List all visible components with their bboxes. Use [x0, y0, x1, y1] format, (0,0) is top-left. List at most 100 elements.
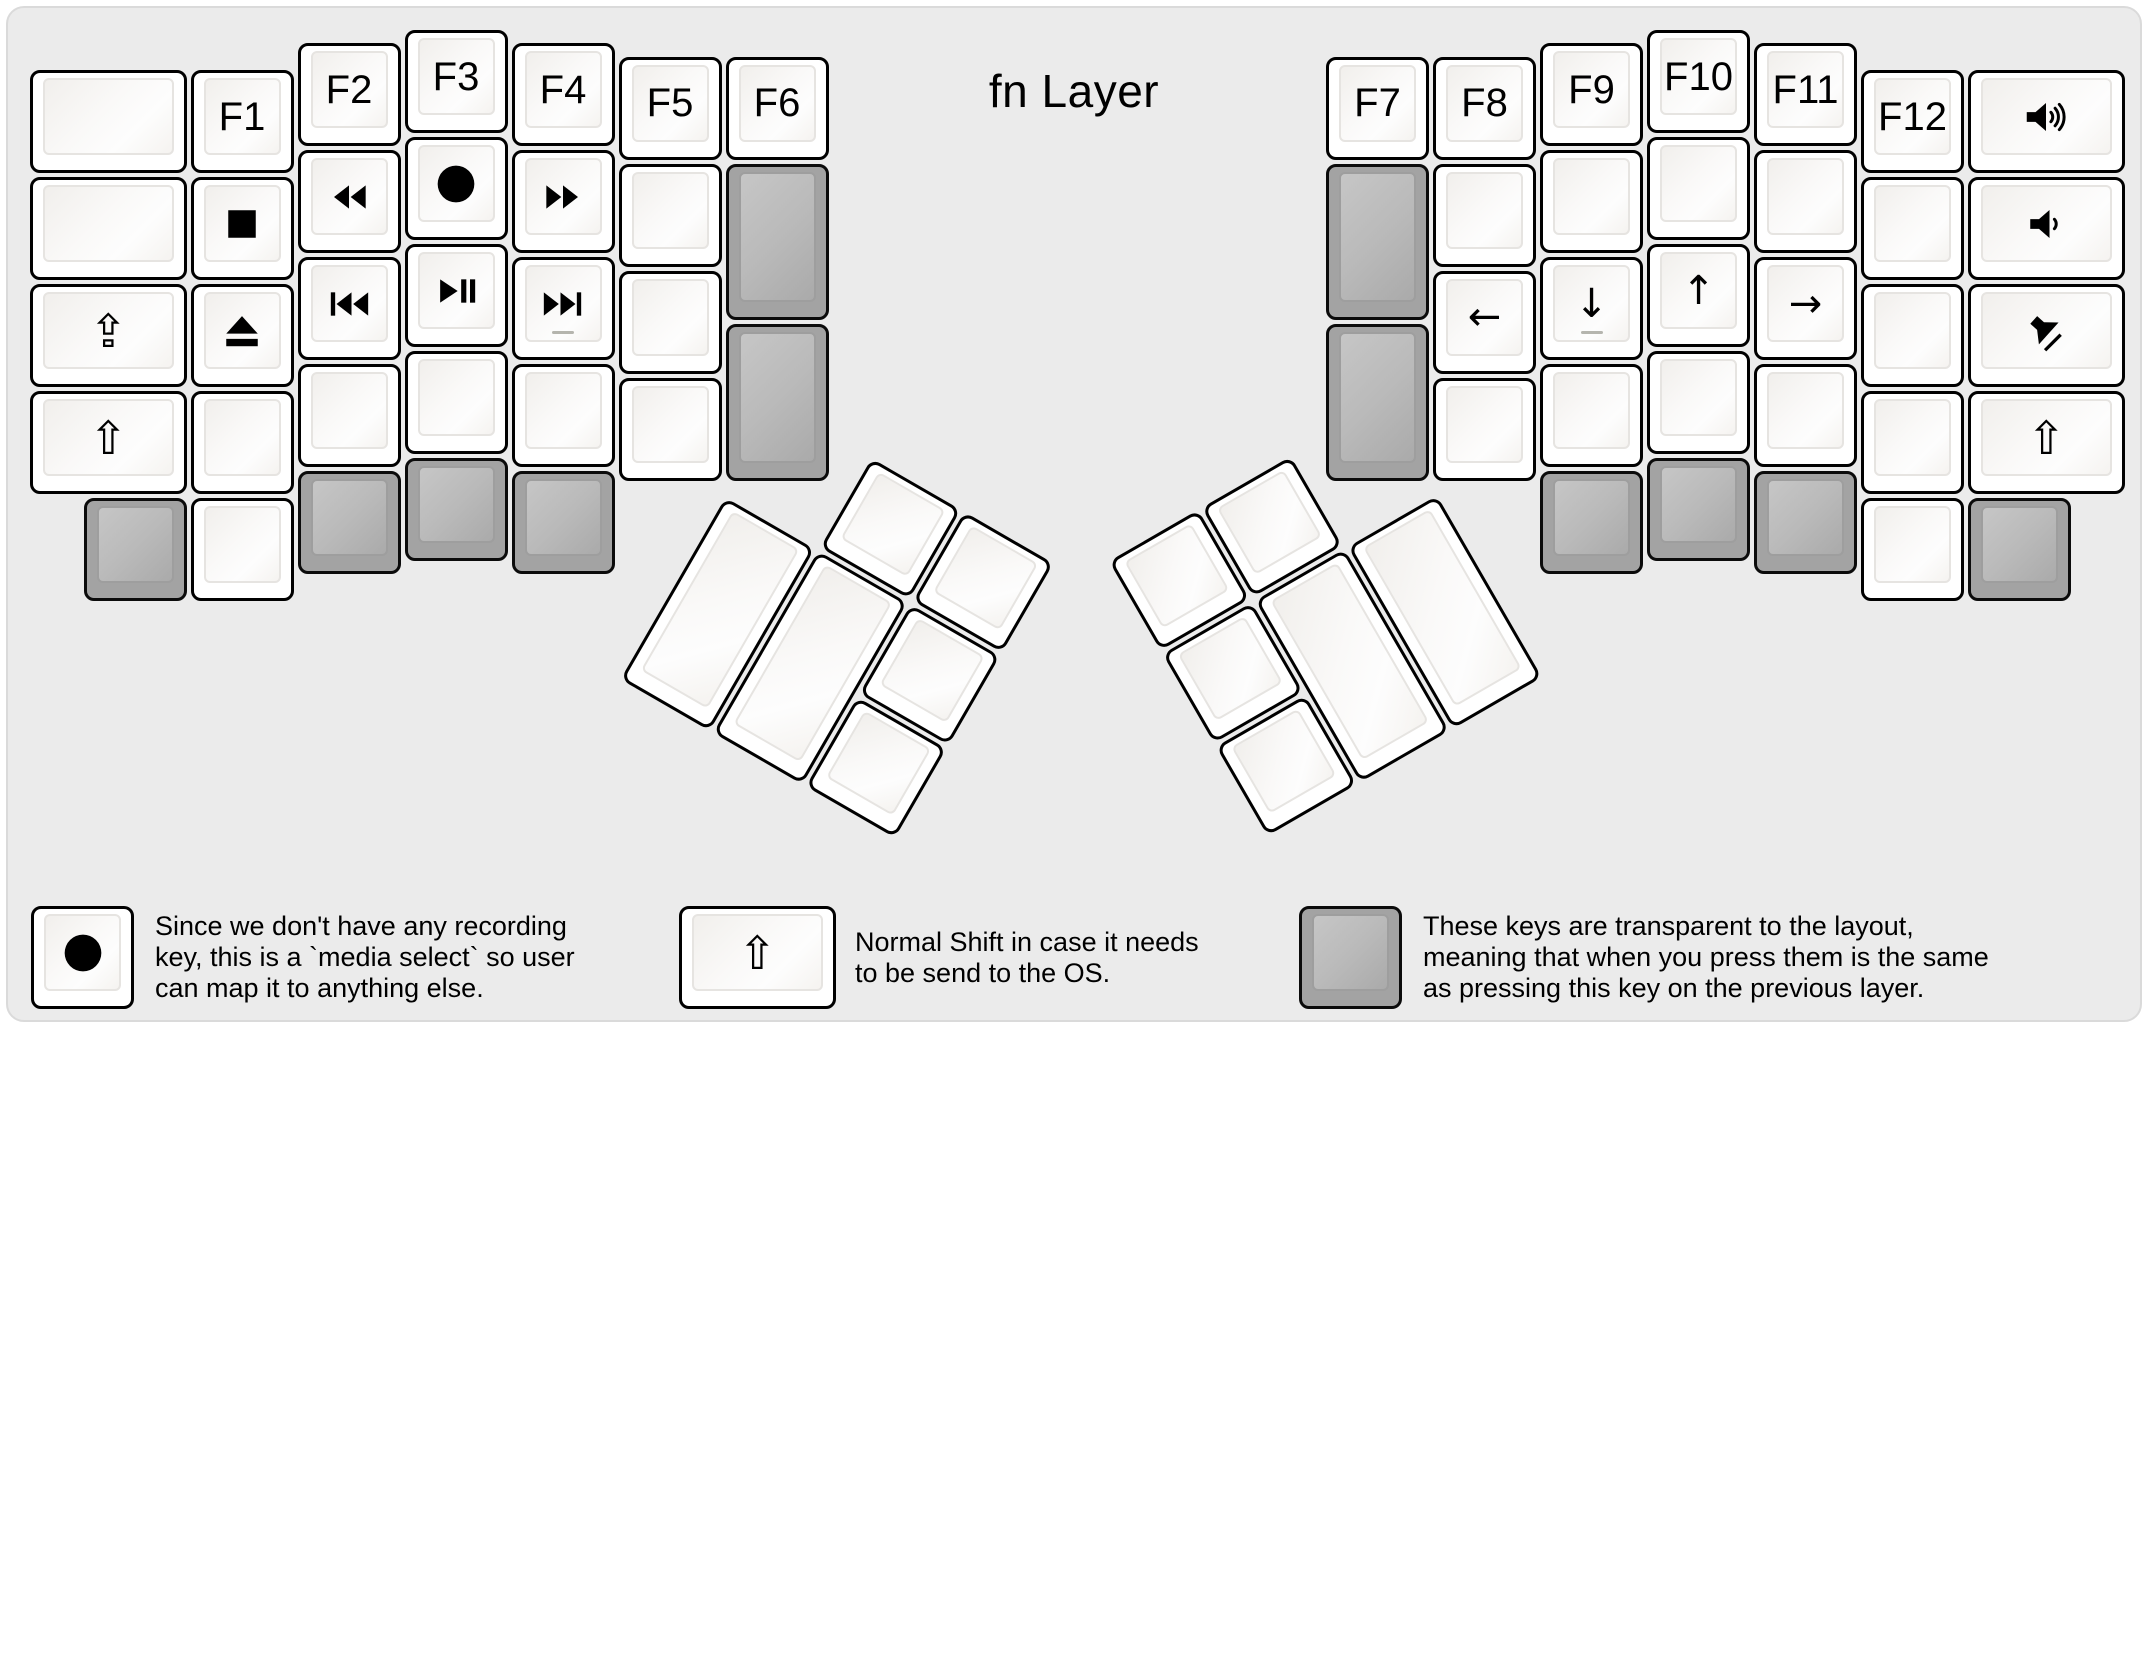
keycap — [524, 479, 602, 557]
key-f4[interactable]: F4 — [511, 43, 615, 147]
stop-icon — [228, 209, 256, 238]
fast-forward-icon — [546, 185, 578, 209]
key-arrow-left[interactable]: ← — [1433, 270, 1536, 374]
keycap — [417, 252, 495, 329]
keycap: ⇧ — [1981, 399, 2112, 477]
key-label: F8 — [1461, 81, 1508, 126]
arrow-down-icon: ↓ — [1574, 280, 1609, 327]
keycap: ↑ — [1660, 252, 1737, 329]
key-play-pause[interactable] — [404, 244, 508, 347]
key-blank[interactable] — [1433, 163, 1536, 267]
key-label: F1 — [218, 94, 266, 139]
key-f9[interactable]: F9 — [1540, 43, 1643, 147]
key-shift[interactable]: ⇧ — [30, 391, 187, 495]
key-transparent[interactable] — [1326, 324, 1429, 481]
keycap — [524, 265, 602, 343]
key-transparent[interactable] — [1326, 163, 1429, 321]
key-transparent[interactable] — [1754, 471, 1857, 575]
key-blank[interactable] — [511, 364, 615, 468]
key-transparent[interactable] — [404, 458, 508, 561]
key-prev-track[interactable] — [297, 257, 401, 361]
key-blank[interactable] — [1540, 150, 1643, 254]
key-transparent[interactable] — [725, 163, 829, 321]
key-arrow-up[interactable]: ↑ — [1647, 244, 1750, 347]
key-record[interactable] — [404, 137, 508, 240]
key-blank[interactable] — [618, 377, 722, 481]
key-stop[interactable] — [190, 177, 294, 281]
key-blank[interactable] — [1647, 351, 1750, 454]
keycap — [43, 185, 174, 263]
key-label: F4 — [539, 67, 587, 112]
key-f5[interactable]: F5 — [618, 56, 722, 160]
key-eject[interactable] — [190, 284, 294, 388]
key-arrow-down[interactable]: ↓ — [1540, 257, 1643, 361]
keycap: F9 — [1553, 51, 1630, 129]
key-blank[interactable] — [1433, 377, 1536, 481]
key-blank[interactable] — [1861, 177, 1964, 281]
key-volume-down[interactable] — [1968, 177, 2125, 281]
keycap — [631, 385, 709, 463]
key-transparent[interactable] — [83, 498, 187, 602]
previous-track-icon — [330, 292, 369, 316]
keycap: F5 — [631, 64, 709, 142]
key-rewind[interactable] — [297, 150, 401, 254]
key-f7[interactable]: F7 — [1326, 56, 1429, 160]
key-transparent[interactable] — [297, 471, 401, 575]
keycap — [96, 506, 174, 584]
key-label: F12 — [1878, 94, 1947, 139]
key-blank[interactable] — [1861, 391, 1964, 495]
key-blank[interactable] — [1861, 498, 1964, 602]
key-blank[interactable] — [30, 177, 187, 281]
key-caps-lock[interactable]: ⇪ — [30, 284, 187, 388]
key-next-track[interactable] — [511, 257, 615, 361]
key-blank[interactable] — [1540, 364, 1643, 468]
key-blank[interactable] — [1861, 284, 1964, 388]
key-transparent[interactable] — [725, 324, 829, 481]
keycap — [1660, 145, 1737, 222]
key-blank[interactable] — [297, 364, 401, 468]
keycap — [1553, 479, 1630, 557]
key-blank[interactable] — [30, 70, 187, 174]
key-blank[interactable] — [190, 498, 294, 602]
keycap — [1981, 292, 2112, 370]
key-blank[interactable] — [404, 351, 508, 454]
key-fast-forward[interactable] — [511, 150, 615, 254]
keycap — [1874, 185, 1951, 263]
key-f8[interactable]: F8 — [1433, 56, 1536, 160]
key-transparent[interactable] — [511, 471, 615, 575]
keycap — [1660, 466, 1737, 543]
key-transparent[interactable] — [1647, 458, 1750, 561]
key-volume-up[interactable] — [1968, 70, 2125, 174]
key-f12[interactable]: F12 — [1861, 70, 1964, 174]
key-blank[interactable] — [1754, 150, 1857, 254]
key-f10[interactable]: F10 — [1647, 30, 1750, 133]
key-mute[interactable] — [1968, 284, 2125, 388]
keycap — [1446, 171, 1523, 249]
key-blank[interactable] — [618, 163, 722, 267]
keycap — [1339, 332, 1416, 463]
key-transparent[interactable] — [1968, 498, 2071, 602]
key-blank[interactable] — [190, 391, 294, 495]
key-shift[interactable]: ⇧ — [1968, 391, 2125, 495]
keycap: F11 — [1767, 51, 1844, 129]
key-f1[interactable]: F1 — [190, 70, 294, 174]
key-transparent[interactable] — [1540, 471, 1643, 575]
keycap — [631, 171, 709, 249]
keycap — [1874, 506, 1951, 584]
key-arrow-right[interactable]: → — [1754, 257, 1857, 361]
key-blank[interactable] — [1647, 137, 1750, 240]
key-f11[interactable]: F11 — [1754, 43, 1857, 147]
keycap — [1446, 385, 1523, 463]
key-blank[interactable] — [1754, 364, 1857, 468]
keycap — [1981, 506, 2058, 584]
key-blank[interactable] — [618, 270, 722, 374]
key-label: F6 — [753, 81, 801, 126]
key-label: F3 — [432, 54, 480, 99]
key-f3[interactable]: F3 — [404, 30, 508, 133]
keycap — [1124, 523, 1230, 629]
shift-icon: ⇧ — [737, 925, 777, 980]
next-track-icon — [543, 292, 582, 316]
keycap: ⇧ — [43, 399, 174, 477]
key-f6[interactable]: F6 — [725, 56, 829, 160]
key-f2[interactable]: F2 — [297, 43, 401, 147]
